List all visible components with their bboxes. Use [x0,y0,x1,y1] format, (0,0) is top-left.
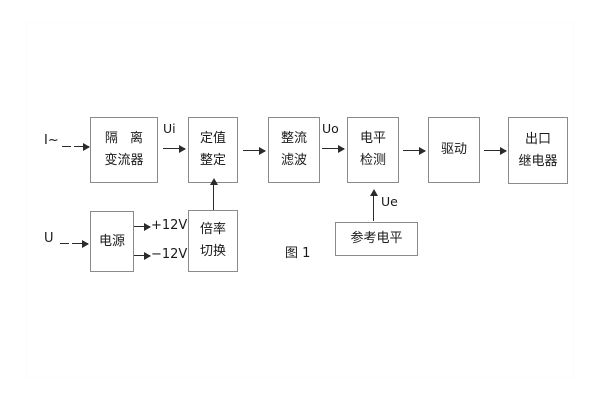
block-isolation-ct: 隔 离 变流器 [90,117,158,183]
block-setting-line-1: 定值 [199,131,226,147]
block-power-supply: 电源 [90,211,134,272]
block-reference-level: 参考电平 [335,222,418,256]
voltage-input-dash [60,243,69,244]
supply-positive-label: +12V [151,218,188,233]
block-output-relay-line-2: 继电器 [518,153,558,169]
arrow-isolation-ct-to-setting [163,145,186,153]
figure-caption: 图 1 [285,246,311,261]
uo-signal-label: Uo [322,121,339,136]
arrow-voltage-to-power-supply [72,240,89,248]
figure-panel [26,22,574,378]
block-level-detect: 电平 检测 [347,117,399,183]
block-drive-line-1: 驱动 [440,142,467,158]
arrow-level-detect-to-drive [403,147,426,155]
block-setting-line-2: 整定 [199,153,226,168]
supply-negative-label: −12V [151,247,188,262]
block-rectify-filter-line-2: 滤波 [280,153,307,168]
arrow-current-to-isolation-ct [74,143,90,151]
arrow-supply-negative [134,252,151,260]
block-level-detect-line-2: 检测 [359,153,386,168]
arrow-supply-positive [134,223,151,231]
block-rectify-filter: 整流 滤波 [268,117,320,183]
block-output-relay-line-1: 出口 [524,131,551,147]
current-input-dash [62,146,71,147]
block-isolation-ct-line-1: 隔 离 [104,131,148,147]
arrow-reference-level-to-level-detect [370,189,378,221]
block-ratio-switch-line-1: 倍率 [199,222,226,238]
block-setting: 定值 整定 [188,117,238,183]
arrow-drive-to-output-relay [484,147,507,155]
block-level-detect-line-1: 电平 [359,131,386,147]
arrow-setting-to-rectify-filter [243,147,266,155]
block-reference-level-line-1: 参考电平 [350,231,403,247]
block-power-supply-line-1: 电源 [98,233,125,249]
block-ratio-switch-line-2: 切换 [199,244,226,259]
ui-signal-label: Ui [163,121,176,136]
ue-signal-label: Ue [381,194,398,209]
current-input-label: I~ [44,133,59,148]
block-drive: 驱动 [428,117,480,183]
block-output-relay: 出口 继电器 [508,117,568,184]
arrow-rectify-filter-to-level-detect [322,145,345,153]
block-isolation-ct-line-2: 变流器 [104,153,144,168]
block-ratio-switch: 倍率 切换 [188,210,238,272]
arrow-ratio-switch-to-setting [210,178,218,210]
voltage-input-label: U [44,231,54,246]
block-rectify-filter-line-1: 整流 [280,131,307,147]
